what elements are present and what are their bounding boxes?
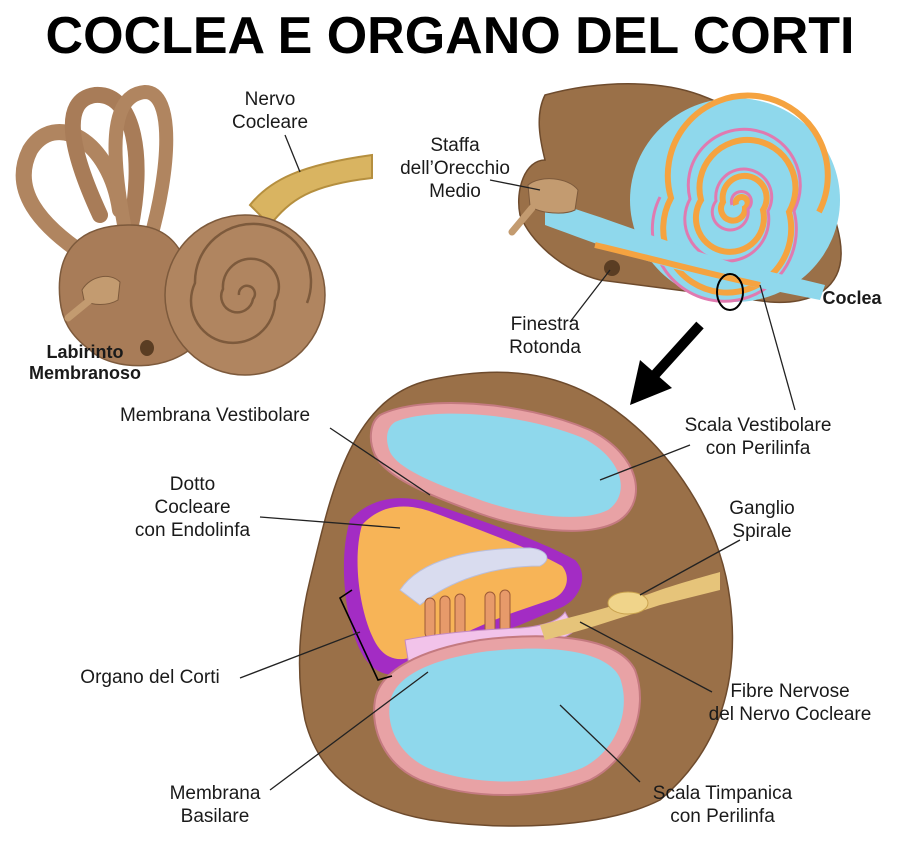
cochlea-spiral: [660, 92, 831, 296]
corti-bracket: [338, 589, 393, 681]
snail-spiral: [189, 222, 313, 345]
hair-cells: [424, 589, 511, 639]
leader-finestra: [569, 269, 611, 323]
membranous-labyrinth: [15, 84, 373, 376]
semicircular-canal-3: [108, 84, 174, 247]
leader-nervo: [284, 134, 301, 173]
tectorial-membrane: [399, 547, 548, 606]
zoom-arrow: [630, 321, 704, 405]
spiral-ganglion: [607, 591, 649, 615]
label-organo-corti: Organo del Corti: [80, 667, 220, 688]
stapes-left: [64, 275, 121, 322]
cochlea-cross-view: [489, 83, 842, 411]
page-title: COCLEA E ORGANO DEL CORTI: [45, 7, 855, 65]
round-window-left: [140, 340, 154, 356]
leader-coclea-scala: [759, 284, 796, 411]
leader-lines: [239, 427, 741, 791]
semicircular-canal-1: [15, 124, 128, 263]
coclea-highlight: [716, 273, 744, 311]
cochlear-nerve-left: [248, 153, 373, 227]
snail-shell: [164, 214, 326, 376]
stapes-right: [508, 178, 579, 236]
round-window-right: [604, 260, 620, 276]
label-coclea: Coclea: [822, 288, 882, 308]
scala-tail: [545, 200, 825, 300]
semicircular-canal-2: [64, 87, 145, 238]
label-membrana-vestibolare: Membrana Vestibolare: [119, 405, 311, 426]
leader-staffa: [489, 179, 541, 191]
corti-section: [298, 371, 734, 827]
